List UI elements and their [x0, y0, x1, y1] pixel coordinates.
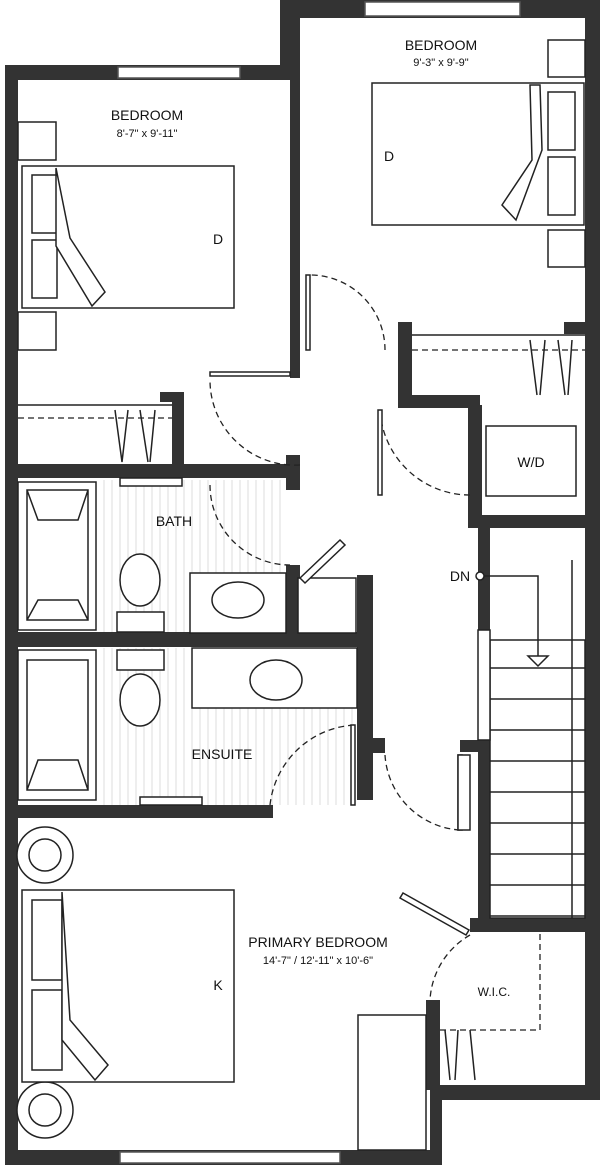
- bedroom-1-dims: 8'-7" x 9'-11": [117, 128, 178, 140]
- primary-bedroom-dims: 14'-7" / 12'-11" x 10'-6": [263, 955, 373, 967]
- wic-label: W.I.C.: [478, 985, 511, 999]
- primary-bedroom-label: PRIMARY BEDROOM: [248, 934, 388, 950]
- bedroom-2-label: BEDROOM: [405, 37, 477, 53]
- bedroom-2-bed-size: D: [384, 148, 394, 164]
- bedroom-1-label: BEDROOM: [111, 107, 183, 123]
- washer-dryer-label: W/D: [517, 454, 544, 470]
- bath-label: BATH: [156, 513, 192, 529]
- primary-bed-size: K: [213, 977, 223, 993]
- bed-bedroom-1: [17, 121, 235, 351]
- bed-bedroom-2: [371, 39, 586, 268]
- washer-dryer: [485, 425, 577, 497]
- bath-fixtures: [17, 477, 358, 806]
- windows: [117, 1, 521, 1164]
- bedroom-1-bed-size: D: [213, 231, 223, 247]
- stairs: [457, 560, 586, 919]
- ensuite-label: ENSUITE: [192, 746, 253, 762]
- doors: [209, 274, 471, 1001]
- room-labels: BEDROOM 8'-7" x 9'-11" D BEDROOM 9'-3" x…: [111, 37, 545, 999]
- bedroom-2-dims: 9'-3" x 9'-9": [413, 57, 469, 69]
- stairs-down-label: DN: [450, 568, 470, 584]
- closets: [18, 334, 585, 1081]
- bed-primary: [16, 826, 427, 1151]
